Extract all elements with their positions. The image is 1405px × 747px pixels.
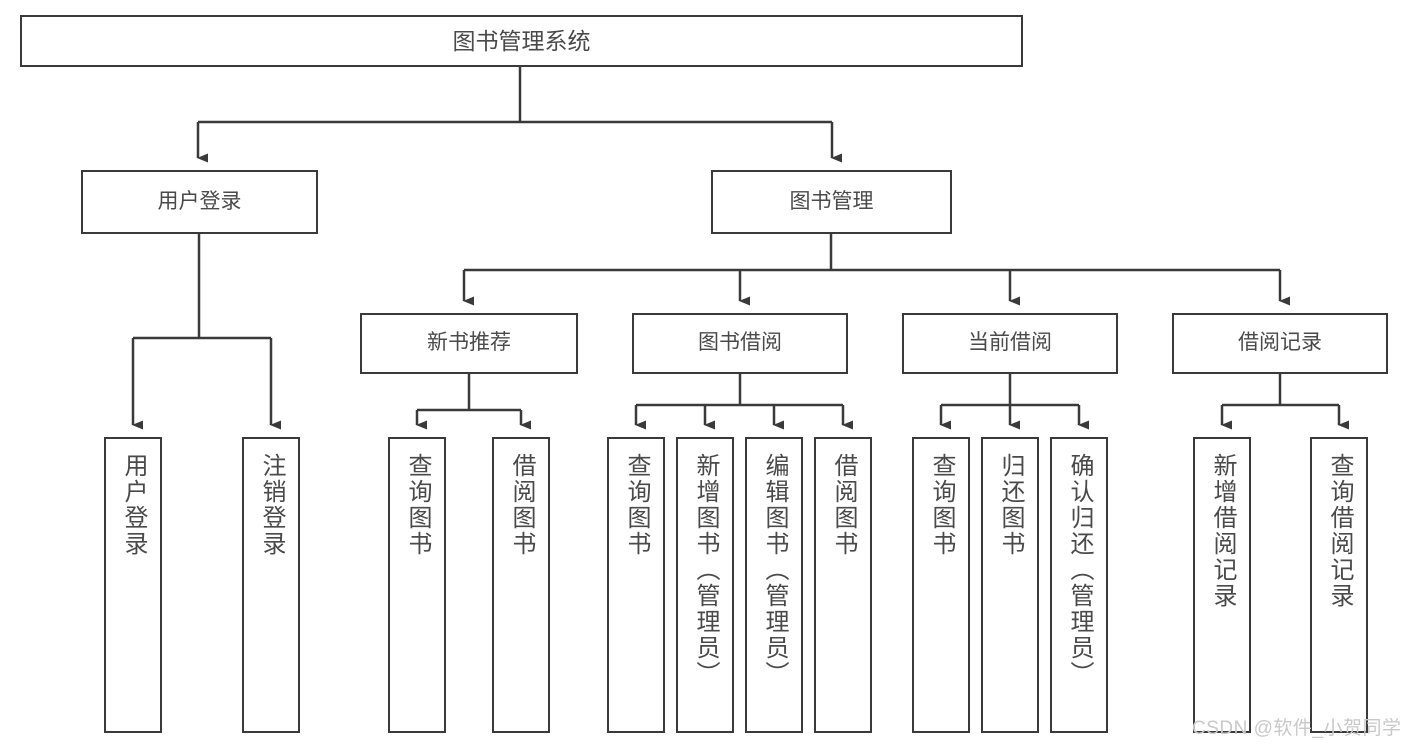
node-label: 新增借阅记录 bbox=[1209, 453, 1236, 609]
node-label: 新书推荐 bbox=[427, 331, 511, 355]
node-leaf-query-book-2[interactable]: 查询图书 bbox=[607, 437, 665, 733]
node-label: 图书借阅 bbox=[698, 331, 782, 355]
node-book-borrow[interactable]: 图书借阅 bbox=[632, 313, 848, 374]
node-label: 查询图书 bbox=[623, 453, 650, 557]
node-label: 确认归还（管理员） bbox=[1066, 453, 1093, 687]
node-leaf-confirm-return[interactable]: 确认归还（管理员） bbox=[1050, 437, 1108, 733]
node-label: 注销登录 bbox=[258, 453, 285, 557]
node-leaf-user-login[interactable]: 用户登录 bbox=[104, 437, 162, 733]
node-root-system[interactable]: 图书管理系统 bbox=[20, 15, 1023, 67]
node-book-manage[interactable]: 图书管理 bbox=[711, 170, 952, 234]
node-label: 借阅图书 bbox=[830, 453, 857, 557]
node-leaf-add-record[interactable]: 新增借阅记录 bbox=[1193, 437, 1251, 733]
node-user-login[interactable]: 用户登录 bbox=[81, 170, 318, 234]
node-leaf-borrow-book-1[interactable]: 借阅图书 bbox=[492, 437, 550, 733]
node-current-borrow[interactable]: 当前借阅 bbox=[902, 313, 1118, 374]
node-label: 借阅图书 bbox=[508, 453, 535, 557]
node-label: 借阅记录 bbox=[1238, 331, 1322, 355]
node-label: 当前借阅 bbox=[968, 331, 1052, 355]
node-leaf-edit-book[interactable]: 编辑图书（管理员） bbox=[745, 437, 803, 733]
node-borrow-record[interactable]: 借阅记录 bbox=[1172, 313, 1388, 374]
node-label: 编辑图书（管理员） bbox=[761, 453, 788, 687]
node-label: 查询图书 bbox=[928, 453, 955, 557]
node-label: 用户登录 bbox=[157, 189, 242, 213]
node-label: 查询借阅记录 bbox=[1326, 453, 1353, 609]
node-leaf-user-logout[interactable]: 注销登录 bbox=[242, 437, 300, 733]
node-leaf-query-book-3[interactable]: 查询图书 bbox=[912, 437, 970, 733]
node-label: 归还图书 bbox=[997, 453, 1024, 557]
node-leaf-query-record[interactable]: 查询借阅记录 bbox=[1310, 437, 1368, 733]
node-label: 查询图书 bbox=[404, 453, 431, 557]
node-label: 用户登录 bbox=[120, 453, 147, 557]
node-leaf-borrow-book-2[interactable]: 借阅图书 bbox=[814, 437, 872, 733]
csdn-watermark: CSDN @软件_小贺同学 bbox=[1192, 718, 1402, 739]
node-label: 新增图书（管理员） bbox=[692, 453, 719, 687]
node-leaf-add-book[interactable]: 新增图书（管理员） bbox=[676, 437, 734, 733]
node-label: 图书管理系统 bbox=[452, 27, 591, 54]
node-leaf-return-book[interactable]: 归还图书 bbox=[981, 437, 1039, 733]
node-label: 图书管理 bbox=[789, 189, 874, 213]
node-new-book-rec[interactable]: 新书推荐 bbox=[360, 313, 578, 374]
node-leaf-query-book-1[interactable]: 查询图书 bbox=[388, 437, 446, 733]
